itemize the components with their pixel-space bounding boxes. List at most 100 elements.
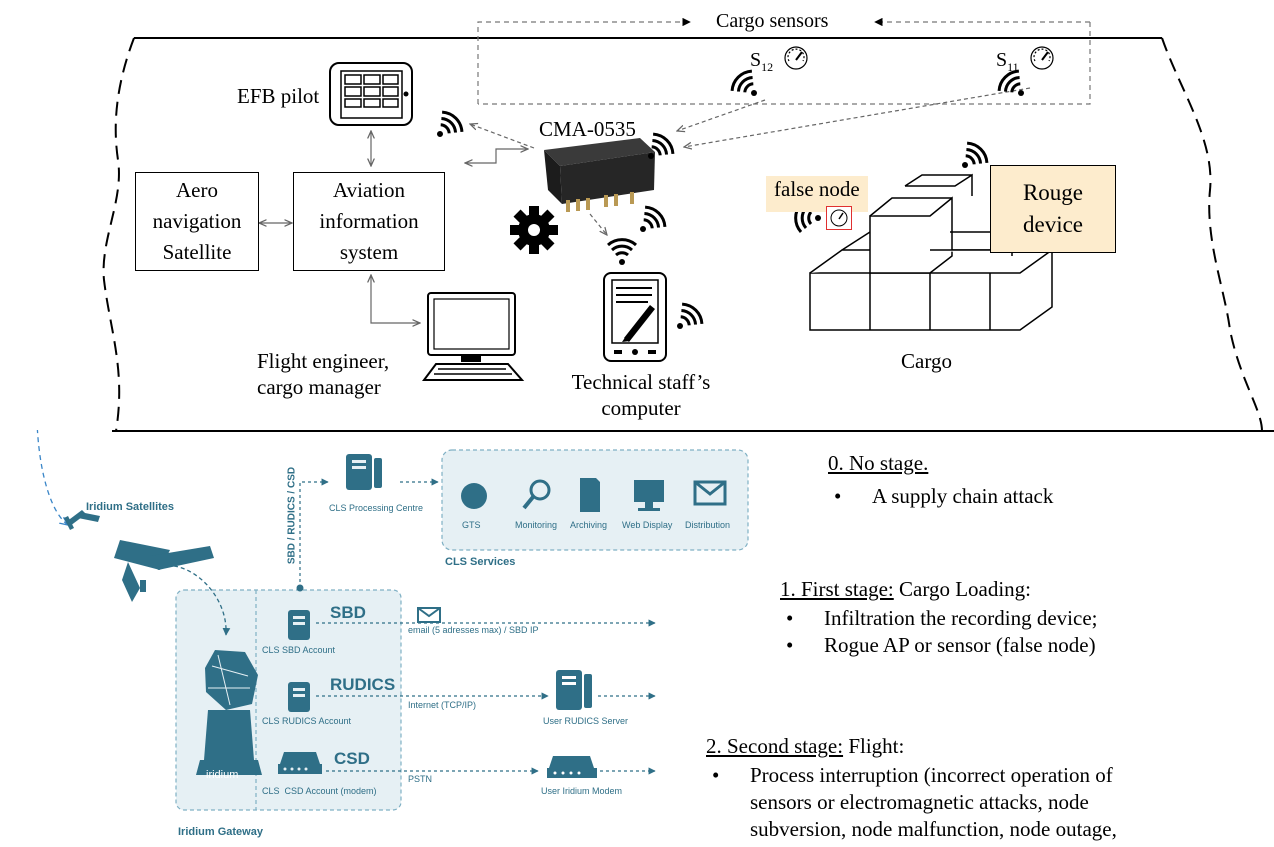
sensor-s12-label: S12 bbox=[750, 48, 773, 79]
stage-0-item: A supply chain attack bbox=[828, 483, 1053, 510]
web-display-icon bbox=[634, 480, 664, 511]
service-web-display: Web Display bbox=[622, 520, 673, 530]
rouge-line-1: Rouge bbox=[1022, 180, 1084, 205]
cls-processing-label: CLS Processing Centre bbox=[329, 503, 424, 513]
cma-label: CMA-0535 bbox=[539, 117, 636, 141]
technical-staff-device-icon bbox=[603, 272, 667, 362]
rouge-line-2: device bbox=[1022, 212, 1083, 237]
stage-1-title: 1. First stage: bbox=[780, 577, 894, 601]
gateway-globe-icon bbox=[196, 650, 262, 775]
stage-0-list: A supply chain attack bbox=[828, 483, 1053, 510]
gauge-icon bbox=[830, 209, 848, 227]
s12-sub: 12 bbox=[761, 60, 774, 74]
monitoring-icon bbox=[522, 479, 551, 510]
stage-0-title: 0. No stage. bbox=[828, 451, 929, 475]
iridium-gateway-label: Iridium Gateway bbox=[178, 826, 263, 838]
cls-sbd-account-label: CLS SBD Account bbox=[262, 645, 336, 655]
pstn-label: PSTN bbox=[408, 774, 433, 784]
small-satellite-icon bbox=[64, 510, 100, 530]
archiving-icon bbox=[580, 478, 600, 512]
aero-navigation-box: Aero navigation Satellite bbox=[135, 172, 259, 271]
service-gts: GTS bbox=[462, 520, 481, 530]
sbd-rudics-csd-vertical-label: SBD / RUDICS / CSD bbox=[286, 466, 298, 565]
false-node-tag: false node bbox=[766, 176, 868, 212]
iridium-diagram bbox=[36, 430, 749, 811]
stage-1-subtitle: Cargo Loading: bbox=[893, 577, 1032, 601]
fuselage-outline bbox=[102, 37, 1274, 432]
s11-base: S bbox=[996, 49, 1008, 71]
s12-base: S bbox=[750, 49, 762, 71]
user-rudics-server-label: User RUDICS Server bbox=[543, 716, 629, 726]
ais-line-2: information bbox=[319, 209, 419, 233]
email-label: email (5 adresses max) / SBD IP bbox=[408, 625, 539, 635]
stage-2-title: 2. Second stage: bbox=[706, 734, 844, 758]
aero-line-1: Aero bbox=[176, 178, 218, 202]
csd-modem-icon bbox=[278, 752, 322, 774]
sensor-links bbox=[470, 87, 1031, 235]
service-archiving: Archiving bbox=[570, 520, 608, 530]
flight-eng-line-1: Flight engineer, bbox=[257, 349, 390, 373]
tech-line-2: computer bbox=[601, 396, 681, 420]
cargo-boxes bbox=[809, 173, 1053, 331]
aero-line-2: navigation bbox=[152, 209, 242, 233]
user-iridium-modem-icon bbox=[547, 756, 597, 778]
flight-engineer-label: Flight engineer, cargo manager bbox=[257, 348, 389, 400]
flight-eng-line-2: cargo manager bbox=[257, 375, 381, 399]
service-distribution: Distribution bbox=[685, 520, 731, 530]
sensor-gauge-icons bbox=[784, 46, 1054, 70]
ais-line-3: system bbox=[339, 240, 399, 264]
stage-2-item-cont: subversion, node malfunction, node outag… bbox=[750, 817, 1117, 841]
large-satellite-icon bbox=[114, 540, 214, 602]
aero-line-3: Satellite bbox=[162, 240, 232, 264]
efb-tablet-icon bbox=[329, 62, 413, 126]
satellite-link bbox=[36, 430, 120, 525]
sensor-s11-label: S11 bbox=[996, 48, 1019, 79]
iridium-satellites-label: Iridium Satellites bbox=[86, 501, 175, 513]
cma-device-icon bbox=[544, 138, 655, 212]
tech-line-1: Technical staff’s bbox=[571, 370, 711, 394]
user-rudics-server-icon bbox=[556, 670, 592, 710]
rudics-server-icon bbox=[288, 682, 310, 712]
stage-2: 2. Second stage: Flight: Process interru… bbox=[706, 733, 1117, 843]
service-icons bbox=[461, 478, 727, 512]
desktop-computer-icon bbox=[422, 292, 525, 381]
stage-2-heading: 2. Second stage: Flight: bbox=[706, 733, 1117, 760]
internet-label: Internet (TCP/IP) bbox=[408, 700, 477, 710]
stage-2-item-cont: sensors or electromagnetic attacks, node bbox=[750, 790, 1089, 814]
cargo-sensors-label: Cargo sensors bbox=[716, 10, 829, 32]
email-icon bbox=[417, 607, 441, 623]
user-iridium-modem-label: User Iridium Modem bbox=[541, 786, 623, 796]
csd-label: CSD bbox=[334, 749, 370, 768]
stage-1-item: Infiltration the recording device; bbox=[780, 605, 1097, 632]
technical-staff-label: Technical staff’s computer bbox=[558, 369, 724, 421]
gts-icon bbox=[461, 483, 487, 509]
service-monitoring: Monitoring bbox=[515, 520, 558, 530]
stage-1: 1. First stage: Cargo Loading: Infiltrat… bbox=[780, 576, 1097, 659]
stage-0: 0. No stage. A supply chain attack bbox=[828, 450, 1053, 510]
iridium-logo: iridium bbox=[206, 769, 239, 781]
cls-rudics-account-label: CLS RUDICS Account bbox=[262, 716, 352, 726]
distribution-icon bbox=[693, 480, 727, 506]
stage-1-item: Rogue AP or sensor (false node) bbox=[780, 632, 1097, 659]
stage-1-heading: 1. First stage: Cargo Loading: bbox=[780, 576, 1097, 603]
cls-csd-account-label: CLS CSD Account (modem) bbox=[262, 786, 377, 796]
rouge-device-box: Rouge device bbox=[990, 165, 1116, 253]
cls-services-label: CLS Services bbox=[445, 556, 516, 568]
cls-processing-server-icon bbox=[346, 454, 382, 490]
ais-line-1: Aviation bbox=[333, 178, 405, 202]
cargo-label: Cargo bbox=[901, 349, 952, 373]
rudics-label: RUDICS bbox=[330, 675, 396, 694]
system-links bbox=[259, 131, 528, 323]
stage-1-list: Infiltration the recording device; Rogue… bbox=[780, 605, 1097, 659]
s11-sub: 11 bbox=[1007, 60, 1019, 74]
cargo-sensors-area bbox=[477, 17, 1091, 105]
stage-2-list: Process interruption (incorrect operatio… bbox=[706, 762, 1117, 843]
gear-icon bbox=[510, 206, 558, 254]
stage-2-item: Process interruption (incorrect operatio… bbox=[706, 762, 1117, 789]
aviation-information-system-box: Aviation information system bbox=[293, 172, 445, 271]
wifi-icons bbox=[437, 69, 1024, 329]
efb-pilot-label: EFB pilot bbox=[237, 84, 320, 108]
stage-2-subtitle: Flight: bbox=[843, 734, 905, 758]
false-node-sensor-icon bbox=[826, 206, 852, 230]
